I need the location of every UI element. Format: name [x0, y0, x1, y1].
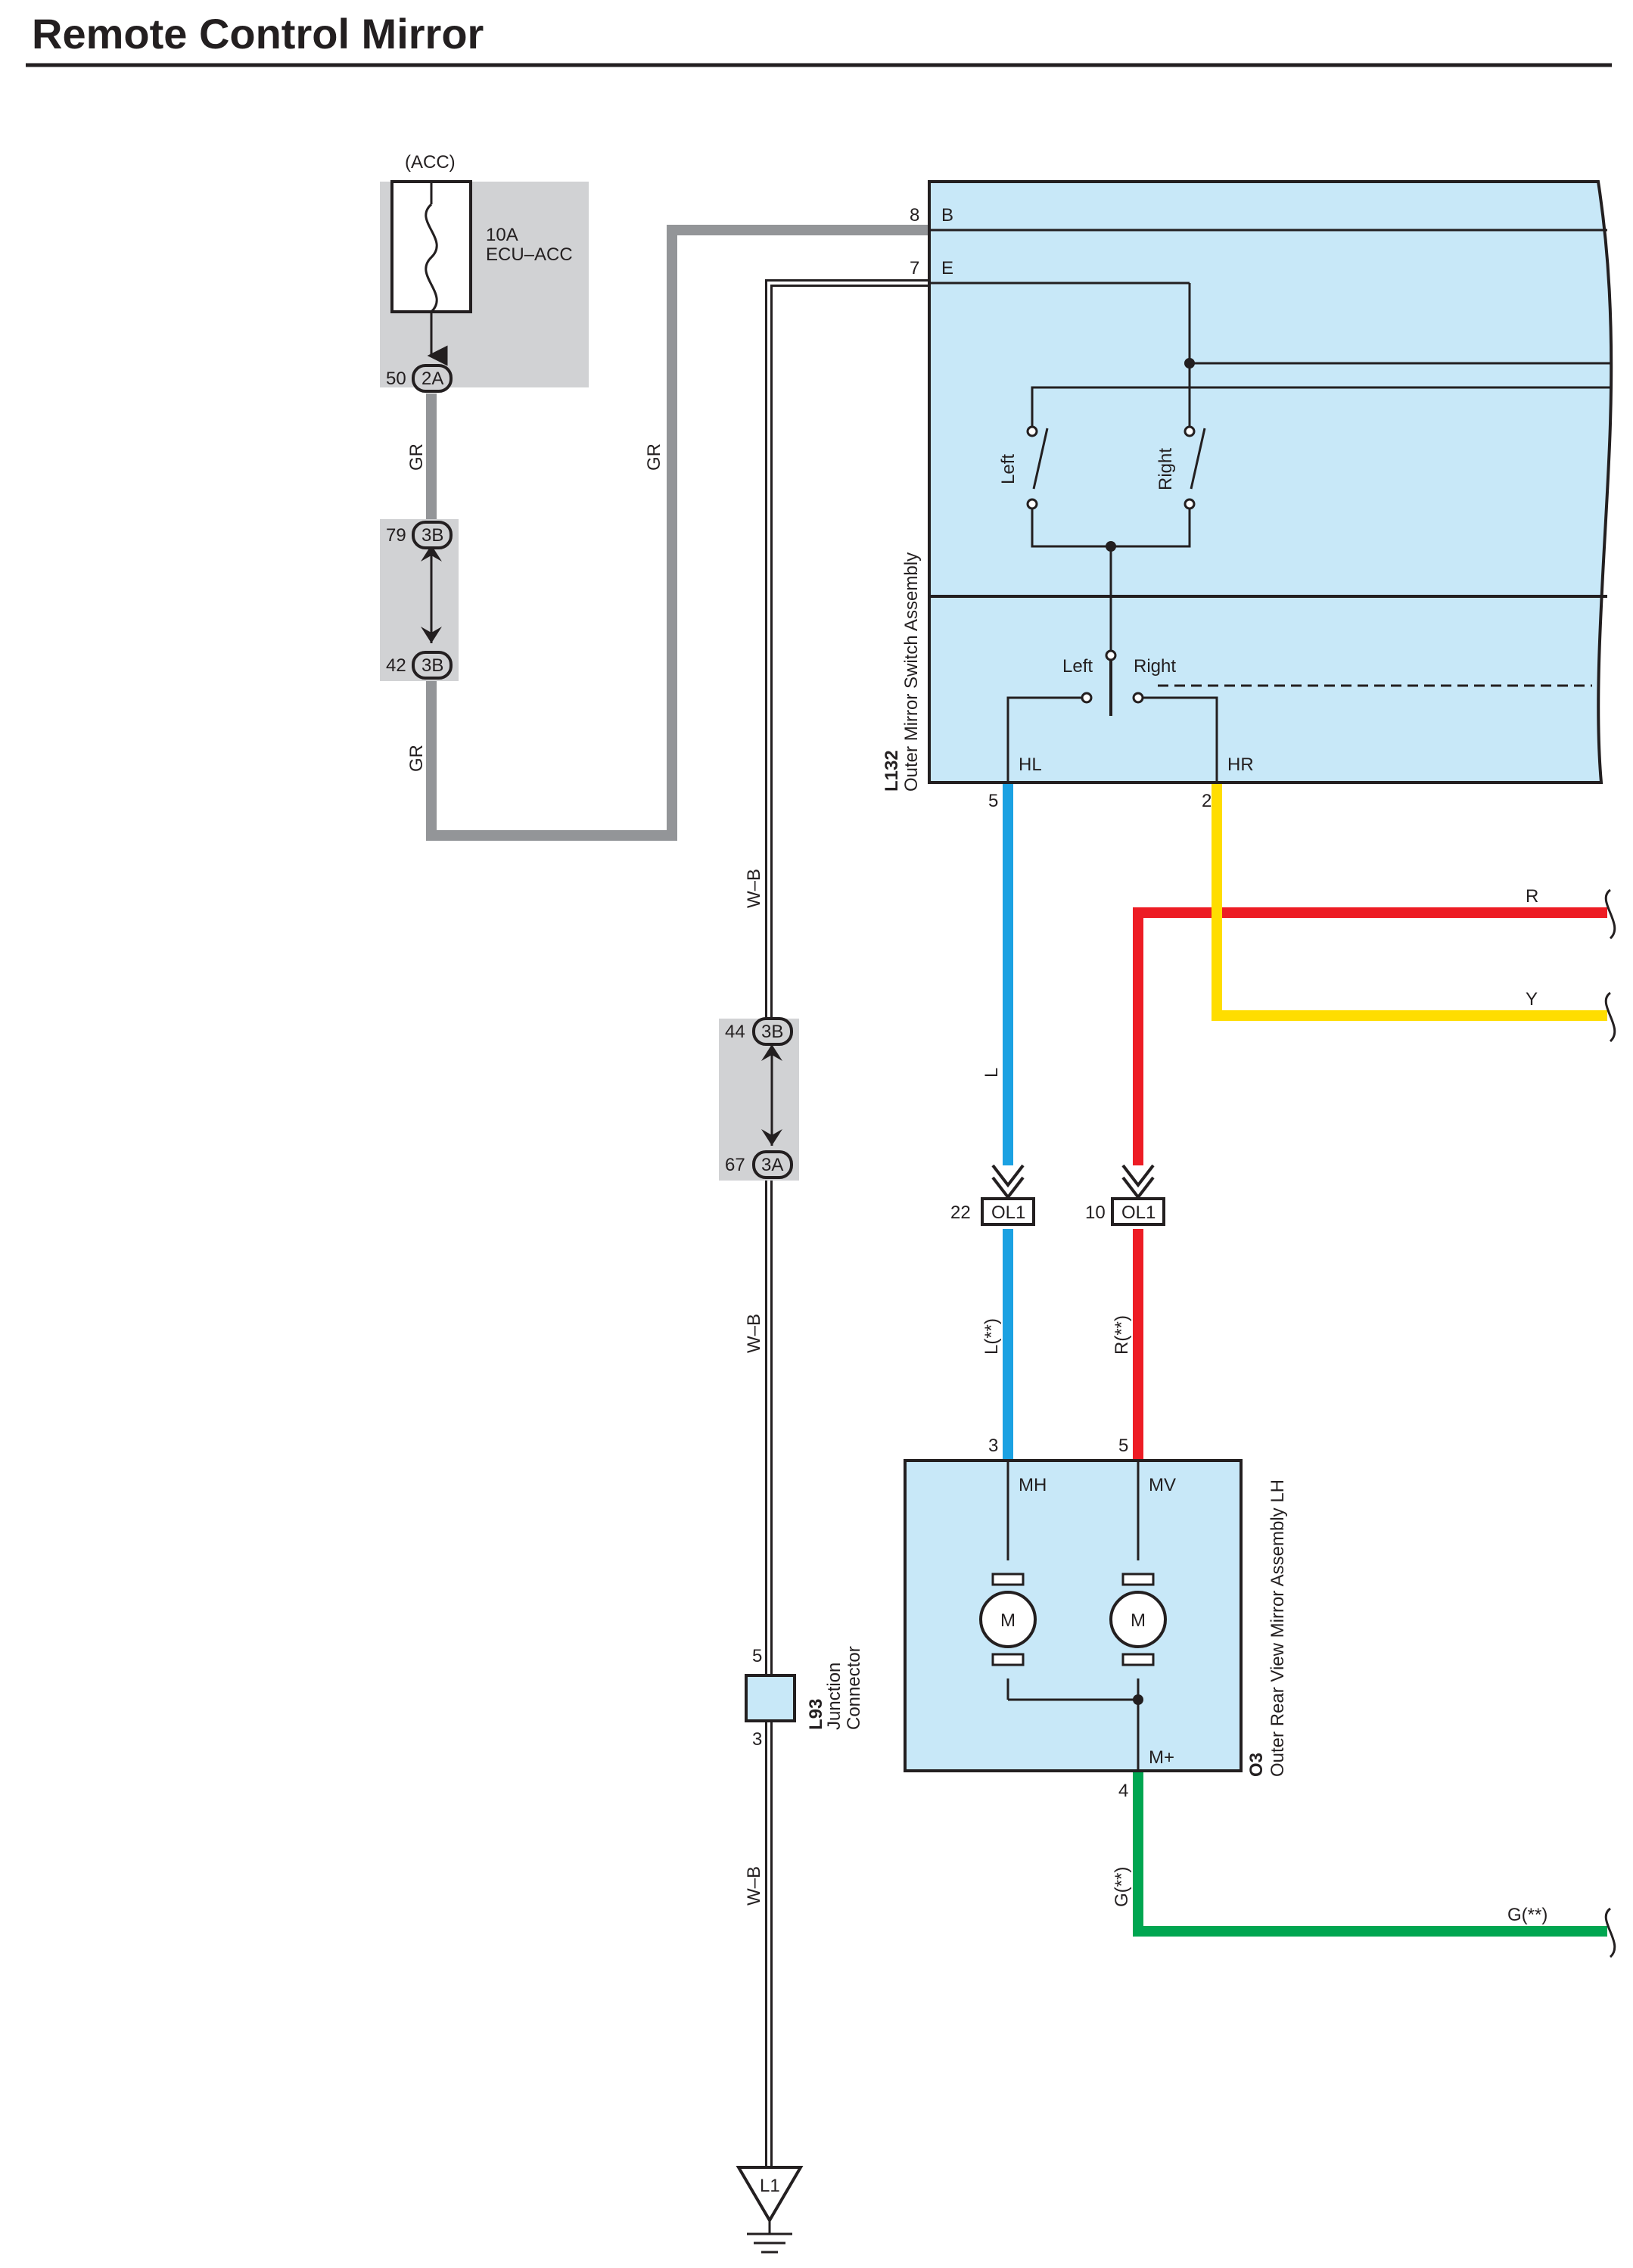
selector-right-label: Right [1134, 656, 1176, 677]
fuse-icon [425, 203, 438, 313]
switch-pin-8: 8 [910, 205, 919, 226]
selector-left-label: Left [1062, 656, 1093, 677]
svg-text:3B: 3B [421, 655, 443, 676]
svg-text:2A: 2A [421, 369, 443, 389]
mirror-pin-4: 4 [1118, 1781, 1128, 1801]
wire-label-l-star: L(**) [981, 1318, 1002, 1355]
junction-code: L93 [806, 1699, 826, 1730]
connector-10: OL1 10 [1085, 1164, 1165, 1226]
mirror-term-mh: MH [1019, 1475, 1047, 1495]
junction-pin-3: 3 [752, 1729, 762, 1750]
switch-term-hl: HL [1019, 754, 1042, 775]
junction-connector [745, 1674, 796, 1722]
wire-label-l: L [981, 1068, 1002, 1078]
svg-text:10: 10 [1085, 1202, 1106, 1223]
connector-67: 3A 67 [725, 1150, 793, 1179]
switch-right-label: Right [1156, 448, 1176, 490]
wire-label-gr-3: GR [644, 443, 664, 471]
svg-text:22: 22 [950, 1202, 971, 1223]
wire-g [1133, 1772, 1607, 1937]
switch-assembly [928, 180, 1613, 784]
wire-label-g-star-horiz: G(**) [1507, 1905, 1547, 1925]
connector-42: 3B 42 [386, 651, 453, 680]
fuse-name: ECU–ACC [486, 244, 573, 265]
ground-icon: L1 [736, 2166, 804, 2254]
wire-label-r: R [1526, 886, 1538, 907]
svg-text:79: 79 [386, 525, 406, 546]
svg-text:M: M [1131, 1610, 1146, 1631]
wire-label-gr-2: GR [406, 745, 427, 772]
mirror-name: Outer Rear View Mirror Assembly LH [1268, 1479, 1288, 1777]
ground-id: L1 [760, 2176, 780, 2196]
switch-term-hr: HR [1227, 754, 1254, 775]
page-title: Remote Control Mirror [32, 10, 484, 58]
switch-name: Outer Mirror Switch Assembly [901, 552, 922, 792]
motor-icon: M [979, 1573, 1037, 1666]
wire-label-r-star: R(**) [1112, 1315, 1132, 1355]
motor-icon: M [1109, 1573, 1167, 1666]
wire-label-gr-1: GR [406, 443, 427, 471]
connector-79: 3B 79 [386, 521, 453, 549]
svg-text:3B: 3B [421, 525, 443, 546]
mirror-term-mplus: M+ [1149, 1747, 1174, 1768]
mirror-pin-5: 5 [1118, 1436, 1128, 1456]
svg-text:3B: 3B [761, 1022, 783, 1042]
switch-term-e: E [941, 258, 953, 278]
switch-code: L132 [882, 750, 902, 792]
switch-left-label: Left [998, 454, 1019, 484]
svg-text:3A: 3A [761, 1155, 783, 1175]
junction-name-1: Junction [824, 1663, 844, 1730]
wire-label-wb-1: W–B [744, 869, 764, 908]
connector-50: 2A 50 [386, 364, 453, 393]
wire-label-y: Y [1526, 989, 1538, 1010]
wire-gr-2 [426, 225, 929, 841]
wire-label-g-star-vert: G(**) [1112, 1867, 1132, 1907]
svg-text:M: M [1000, 1610, 1016, 1631]
svg-text:OL1: OL1 [1121, 1202, 1156, 1223]
fuse-power-source: (ACC) [405, 152, 456, 173]
svg-text:44: 44 [725, 1022, 745, 1042]
switch-pin-7: 7 [910, 258, 919, 278]
junction-name-2: Connector [844, 1646, 864, 1730]
connector-22: OL1 22 [950, 1164, 1035, 1226]
svg-text:67: 67 [725, 1155, 745, 1175]
svg-text:42: 42 [386, 655, 406, 676]
fuse-block: (ACC) 10A ECU–ACC [380, 152, 589, 387]
junction-pin-5: 5 [752, 1646, 762, 1666]
fuse-rating: 10A [486, 225, 518, 245]
connector-44: 3B 44 [725, 1017, 793, 1046]
mirror-pin-3: 3 [988, 1436, 998, 1456]
wire-wb [765, 279, 929, 2167]
wire-label-wb-3: W–B [744, 1866, 764, 1906]
wire-label-wb-2: W–B [744, 1314, 764, 1353]
switch-pin-2: 2 [1202, 791, 1212, 811]
mirror-term-mv: MV [1149, 1475, 1176, 1495]
wire-r [1133, 907, 1607, 1165]
wire-break-marks [1604, 888, 1616, 1958]
mirror-assembly: M M [904, 1459, 1243, 1772]
switch-term-b: B [941, 205, 953, 226]
svg-text:OL1: OL1 [991, 1202, 1025, 1223]
svg-text:50: 50 [386, 369, 406, 389]
wire-y [1212, 782, 1607, 1021]
switch-pin-5: 5 [988, 791, 998, 811]
mirror-code: O3 [1246, 1753, 1267, 1777]
